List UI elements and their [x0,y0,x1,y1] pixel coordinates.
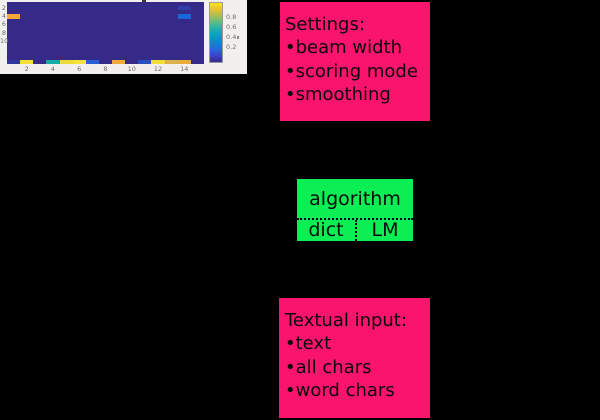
textual-input-item-text: •text [285,333,332,355]
heatmap-cell [177,59,191,64]
colorbar-tick-label: 0.6 [226,22,237,31]
algorithm-option-dict: dict [308,219,344,241]
textual-input-box: Textual input: •text •all chars •word ch… [279,298,430,418]
panel-artifact-mark [237,36,239,39]
x-tick-label: 4 [50,65,56,73]
y-tick-label: 10 [0,36,9,45]
y-tick-label: 8 [1,28,6,37]
algorithm-title: algorithm [309,187,401,210]
settings-item-scoring-mode: •scoring mode [285,60,418,82]
heatmap-cell [112,59,126,64]
clipped-title-mark [142,0,146,2]
algorithm-options: dict LM [297,218,413,241]
y-tick-label: 6 [1,20,6,29]
x-tick-label: 14 [180,65,189,73]
heatmap-cell [151,59,165,64]
colorbar-tick-label: 0.8 [226,12,237,21]
heatmap-cell [85,59,99,64]
settings-title: Settings: [285,14,365,35]
textual-input-item-all-chars: •all chars [285,356,372,378]
x-tick-label: 12 [153,65,163,73]
x-tick-label: 2 [24,65,29,73]
textual-input-title: Textual input: [285,310,407,331]
textual-input-item-word-chars: •word chars [285,380,395,402]
heatmap-cell [20,59,34,64]
heatmap-cell [59,59,73,64]
heatmap-cell [164,59,178,64]
x-tick-label: 6 [77,65,82,73]
algorithm-box: algorithm dict LM [297,179,413,241]
heatmap-cell [7,14,21,19]
colorbar-tick-label: 0.4 [226,32,237,41]
heatmap-cell [138,59,152,64]
heatmap-cell [177,14,191,19]
settings-item-smoothing: •smoothing [285,84,391,106]
heatmap-cell [72,59,86,64]
y-tick-label: 4 [1,11,6,20]
settings-item-beam-width: •beam width [285,37,403,59]
heatmap-cell [46,59,60,64]
settings-box: Settings: •beam width •scoring mode •smo… [280,2,430,121]
x-tick-label: 8 [103,65,108,73]
algorithm-option-lm: LM [355,220,413,241]
heatmap-cell [177,6,191,11]
x-tick-label: 10 [127,65,136,73]
heatmap-axes [7,2,204,64]
y-tick-label: 2 [1,3,6,12]
heatmap-cell [7,59,21,64]
colorbar-tick-label: 0.2 [226,42,237,51]
colorbar [209,2,223,63]
